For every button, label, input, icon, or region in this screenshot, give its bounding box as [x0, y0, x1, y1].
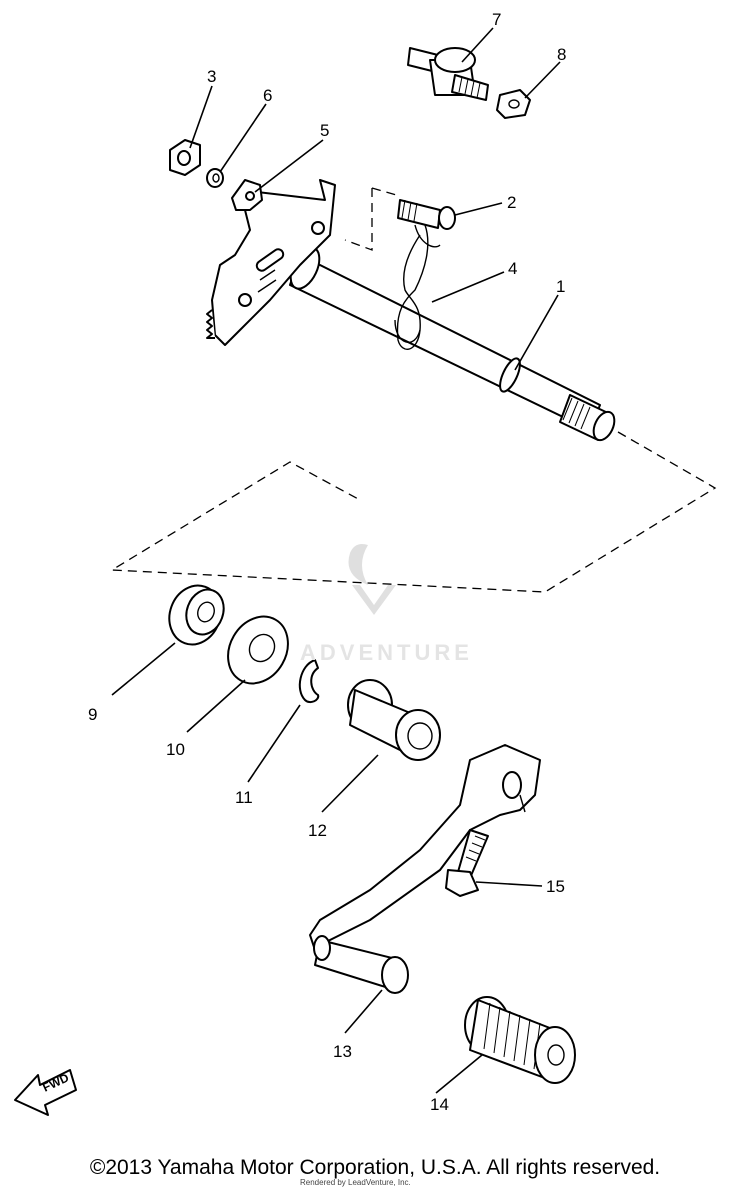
callout-6: 6: [263, 86, 272, 105]
spring-part-4: [394, 224, 441, 350]
callout-14: 14: [430, 1095, 449, 1114]
watermark-text: ADVENTURE: [300, 640, 473, 665]
nut-part-3: [169, 139, 201, 176]
leader-lines: [111, 27, 561, 1094]
bearing-part-9: [168, 584, 225, 646]
callout-9: 9: [88, 705, 97, 724]
callout-7: 7: [492, 10, 501, 29]
callout-labels: 7 8 3 6 5 2 4 1 9 10 11 12 15 13 14: [88, 10, 566, 1114]
alignment-line-box: [109, 431, 717, 593]
callout-10: 10: [166, 740, 185, 759]
bolt-part-15: [445, 829, 489, 897]
callout-11: 11: [235, 788, 253, 807]
collar-part-12: [347, 679, 441, 761]
fwd-arrow-icon: FWD: [14, 1069, 77, 1116]
rendered-by-note: Rendered by LeadVenture, Inc.: [300, 1178, 411, 1187]
lock-plate-part-5: [231, 179, 263, 211]
callout-5: 5: [320, 121, 329, 140]
alignment-line-pin: [344, 187, 401, 251]
callout-2: 2: [507, 193, 516, 212]
pin-part-2: [397, 199, 456, 230]
callout-3: 3: [207, 67, 216, 86]
callout-12: 12: [308, 821, 327, 840]
pedal-rubber-part-14: [464, 996, 576, 1084]
washer-part-10: [227, 615, 289, 685]
callout-1: 1: [556, 277, 565, 296]
callout-4: 4: [508, 259, 517, 278]
stopper-bolt-part-7: [407, 47, 489, 101]
callout-15: 15: [546, 877, 565, 896]
washer-part-8: [496, 89, 531, 119]
callout-8: 8: [557, 45, 566, 64]
shift-shaft-part-1: [206, 179, 616, 442]
watermark-logo: [348, 544, 396, 615]
shift-pedal-part-13: [309, 744, 541, 994]
callout-13: 13: [333, 1042, 352, 1061]
circlip-part-11: [298, 659, 320, 704]
lock-washer-part-6: [206, 168, 224, 188]
copyright-notice: ©2013 Yamaha Motor Corporation, U.S.A. A…: [89, 1156, 661, 1179]
